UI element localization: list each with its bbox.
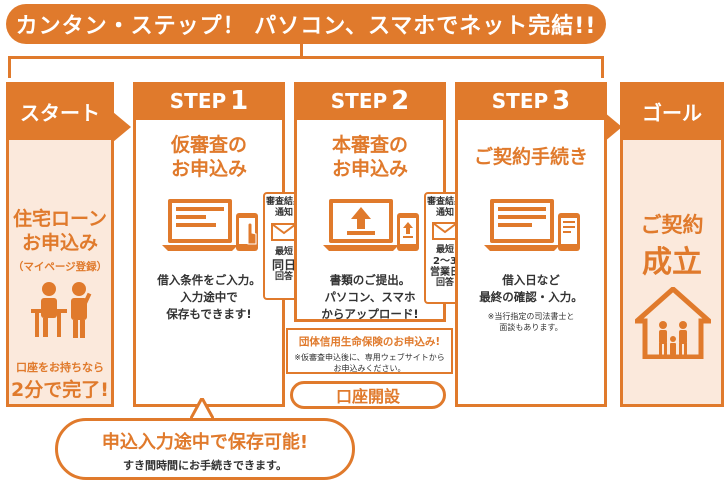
- house-family-icon: [635, 287, 711, 359]
- account-pill: 口座開設: [290, 381, 446, 409]
- step2-desc: 書類のご提出。 パソコン、スマホ からアップロード!: [321, 273, 419, 321]
- arrow-right-icon: [604, 112, 622, 142]
- laptop-upload-icon: [323, 199, 419, 251]
- step3-title: ご契約手続き: [473, 146, 588, 168]
- bracket-line: [601, 56, 604, 78]
- callout-pointer: [190, 398, 214, 420]
- start-head: スタート: [6, 82, 114, 140]
- step1-title: 仮審査の お申込み: [170, 134, 247, 180]
- start-note-big: 2分で完了!: [11, 379, 109, 401]
- start-panel: スタート 住宅ローン お申込み （マイページ登録） 口座をお持ちなら 2分で完了…: [6, 82, 114, 407]
- goal-head: ゴール: [620, 82, 724, 140]
- goal-line1: ご契約: [640, 213, 704, 237]
- top-banner: カンタン・ステップ！ パソコン、スマホでネット完結!!: [6, 4, 606, 44]
- bracket-line: [8, 56, 604, 59]
- start-sub: （マイページ登録）: [12, 261, 108, 273]
- insurance-box: 団体信用生命保険のお申込み! ※仮審査申込後に、専用ウェブサイトから お申込みく…: [286, 328, 453, 374]
- arrow-right-icon: [113, 112, 131, 142]
- bracket-line: [300, 44, 303, 58]
- callout-bubble: 申込入力途中で保存可能! すき間時間にお手続きできます。: [55, 418, 355, 480]
- bracket-line: [8, 56, 11, 78]
- laptop-doc-icon: [484, 199, 580, 251]
- start-note: 口座をお持ちなら: [16, 361, 104, 374]
- goal-panel: ゴール ご契約 成立: [620, 82, 724, 407]
- step2-title: 本審査の お申込み: [331, 134, 408, 180]
- person-computer-icon: [31, 282, 92, 338]
- laptop-form-icon: [162, 199, 258, 251]
- step3-desc: 借入日など 最終の確認・入力。: [479, 273, 583, 304]
- start-title: 住宅ローン お申込み: [12, 208, 108, 254]
- step3-small: ※当行指定の司法書士と 面談もあります。: [487, 312, 575, 332]
- step1-desc: 借入条件をご入力。 入力途中で 保存もできます!: [157, 273, 261, 321]
- goal-line2: 成立: [642, 245, 702, 280]
